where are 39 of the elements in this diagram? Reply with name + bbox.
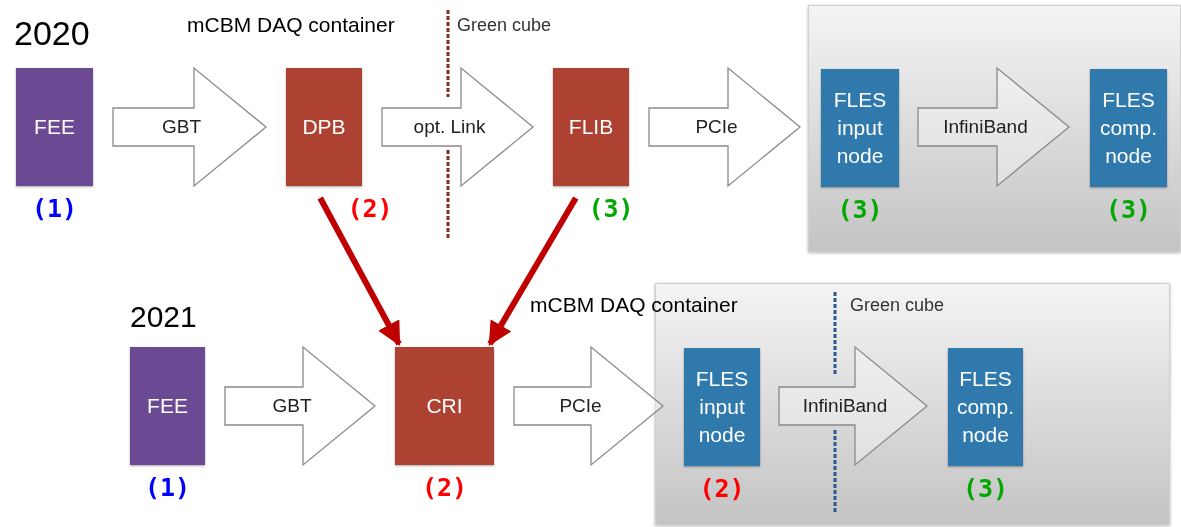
text-label: 2020 [14,16,90,50]
component-box: FEE [16,68,93,186]
block-arrow [648,66,802,188]
step-number: (3) [588,196,634,221]
edge-label: PCIe [559,396,602,415]
component-box: FLES input node [684,348,760,466]
block-arrow [513,345,665,467]
step-number: (1) [144,475,191,500]
component-box: FEE [130,347,205,465]
step-number: (2) [699,476,745,501]
text-label: Green cube [850,296,945,314]
edge-label: opt. Link [413,117,486,136]
text-label: Green cube [457,16,552,34]
component-box: CRI [395,347,494,465]
step-number: (2) [347,196,393,221]
step-number: (3) [1105,197,1152,222]
step-number: (3) [962,476,1009,501]
edge-label: InfiniBand [802,396,888,415]
edge-label: GBT [161,117,202,136]
text-label: mCBM DAQ container [530,294,738,315]
edge-label: PCIe [695,117,738,136]
component-box: FLES comp. node [948,348,1023,466]
block-arrow [381,66,535,188]
container-panel [808,5,1181,252]
block-arrow [112,66,268,188]
edge-label: InfiniBand [943,117,1028,136]
block-arrow [778,345,929,467]
text-label: mCBM DAQ container [187,14,395,35]
block-arrow [224,345,377,467]
block-arrow [917,66,1071,188]
step-number: (1) [31,196,78,221]
edge-label: GBT [272,396,312,415]
component-box: DPB [286,68,362,186]
step-number: (2) [421,475,468,500]
text-label: 2021 [130,302,197,332]
component-box: FLIB [553,68,629,186]
component-box: FLES input node [821,69,899,187]
component-box: FLES comp. node [1090,69,1167,187]
step-number: (3) [837,197,883,222]
